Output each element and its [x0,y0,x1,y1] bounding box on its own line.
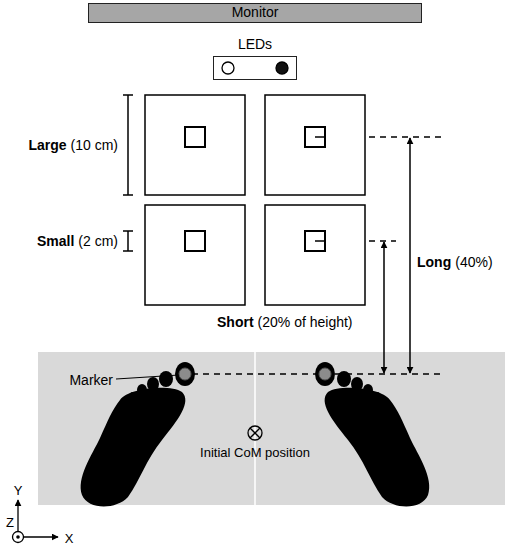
com-symbol [248,426,262,440]
axis-label-line: Y [14,483,23,499]
size-label: (2 cm) [78,233,118,249]
marker-dot [179,368,191,380]
big-toe [175,362,195,386]
distance-label: Short [217,314,254,330]
distance-label-line: Long(40%) [417,254,493,270]
size-label: Large [28,137,66,153]
toe [337,371,351,387]
com-label: Initial CoM position [200,445,310,461]
com-cross [250,428,260,438]
small-target-frame [145,205,245,305]
led-on [276,62,288,74]
reference-dash [369,136,442,137]
toe [351,377,363,391]
marker-label: Marker [69,372,113,388]
com-cross [250,428,260,438]
bracket-cap [123,194,133,196]
target-tick [315,240,325,242]
bracket-cap [123,250,133,252]
distance-label-line: Short(20% of height) [217,314,353,330]
panel-heading: LEDs [214,36,296,52]
large-target [265,95,365,195]
led-off [222,62,234,74]
marker-label-line: Marker [69,372,113,388]
leader-line [116,375,179,379]
distance-label: (40%) [455,254,492,270]
com-label-line: Initial CoM position [200,445,310,461]
bracket-line [127,231,129,251]
monitor-box: Monitor [88,3,422,23]
axis-label-line: Z [6,515,14,531]
distance-label: (20% of height) [258,314,353,330]
target-center [185,127,205,147]
led-panel: LEDs [213,56,297,80]
small-target-frame [265,205,365,305]
target-center [305,231,325,251]
box-label: Monitor [89,4,421,21]
right-foot [315,362,429,507]
plate-divider [254,352,256,505]
size-bracket [123,95,133,251]
marker-dot [319,368,331,380]
distance-arrow [383,242,385,373]
axis-out-of-page [13,532,24,543]
toe [137,384,147,396]
axis-label: Y [14,483,23,499]
axis-arrow [24,536,58,537]
axis-dot [16,535,20,539]
foot-sole [325,388,430,507]
target-tick [315,136,325,138]
axis-label: Z [6,515,14,531]
axis-label-line: X [65,531,74,547]
size-label-line: Small(2 cm) [37,233,118,249]
axis-arrow [17,500,18,531]
toe [363,384,373,396]
distance-label: Long [417,254,451,270]
target-center [185,231,205,251]
foot-sole [81,388,186,507]
reference-dash [369,240,396,241]
size-label-line: Large (10 cm) [28,137,118,153]
size-label: Small [37,233,74,249]
big-toe [315,362,335,386]
bracket-line [127,95,129,195]
bracket-cap [123,94,133,96]
toe [147,377,159,391]
distance-arrow [409,138,411,373]
toe [159,371,173,387]
size-label: (10 cm) [71,137,118,153]
bracket-cap [123,230,133,232]
toe [129,392,138,402]
target-center [305,127,325,147]
large-target [145,95,245,195]
axis-label: X [65,531,74,547]
toe [373,392,382,402]
